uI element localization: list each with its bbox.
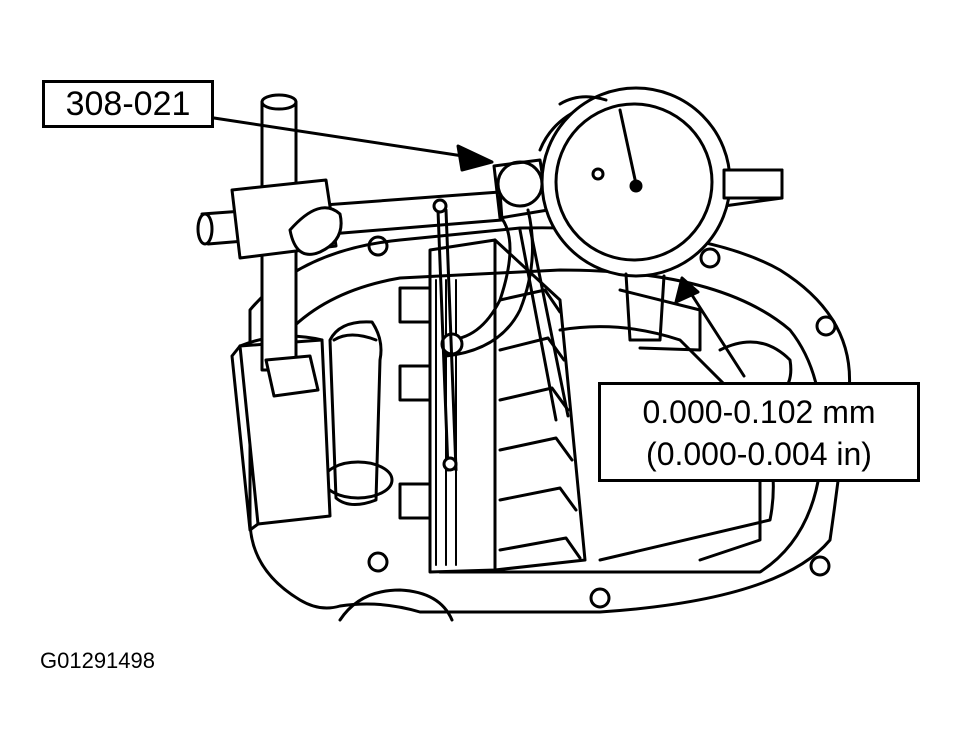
- bolt-hole: [699, 247, 721, 269]
- side-shaft: [328, 320, 383, 506]
- differential-detail: [618, 288, 702, 352]
- runout-spec-metric: 0.000-0.102 mm: [642, 394, 876, 430]
- housing-inner-edge: [288, 268, 824, 574]
- plunger-rod: [444, 208, 458, 472]
- tool-leader-line: [212, 116, 478, 160]
- contact-stem: [518, 228, 558, 422]
- tool-number-label: 308-021: [65, 85, 191, 123]
- bolt-hole: [367, 551, 389, 573]
- spec-leader-arrow: [674, 276, 700, 304]
- ring-gear-edge: [493, 238, 587, 572]
- side-shaft-end: [332, 333, 378, 342]
- bolt-hole: [815, 315, 837, 337]
- ring-gear-bolts: [398, 286, 432, 520]
- runout-spec-callout: 0.000-0.102 mm (0.000-0.004 in): [598, 382, 920, 482]
- dial-stem-plunger: [722, 168, 784, 200]
- tool-number-callout: 308-021: [42, 80, 214, 128]
- bolt-hole: [809, 555, 831, 577]
- plunger-tip: [442, 456, 458, 472]
- clamp-thumbscrew: [288, 206, 343, 256]
- dial-needle: [618, 108, 638, 186]
- spec-leader-line: [688, 290, 746, 378]
- figure-id: G01291498: [40, 648, 155, 673]
- bolt-hole: [367, 235, 389, 257]
- bolt-hole: [589, 587, 611, 609]
- rod-end: [196, 212, 214, 246]
- runout-spec-imperial: (0.000-0.004 in): [646, 436, 872, 472]
- post-nut: [264, 354, 320, 398]
- plunger-top: [432, 198, 448, 214]
- differential-case: [558, 325, 775, 562]
- contact-stem: [528, 226, 570, 418]
- tool-leader-arrow: [456, 144, 494, 172]
- dial-needle-hub: [629, 179, 643, 193]
- magnetic-base-side: [230, 344, 260, 532]
- dial-small-mark: [591, 167, 605, 181]
- dial-stem-lower: [624, 272, 666, 342]
- plunger-rod: [436, 208, 450, 472]
- swivel-joint: [496, 160, 544, 208]
- post-top: [260, 93, 298, 111]
- dial-mount: [558, 95, 608, 106]
- ring-gear-teeth: [498, 288, 582, 560]
- housing-bottom-notch: [338, 588, 454, 622]
- dial-face: [554, 102, 714, 262]
